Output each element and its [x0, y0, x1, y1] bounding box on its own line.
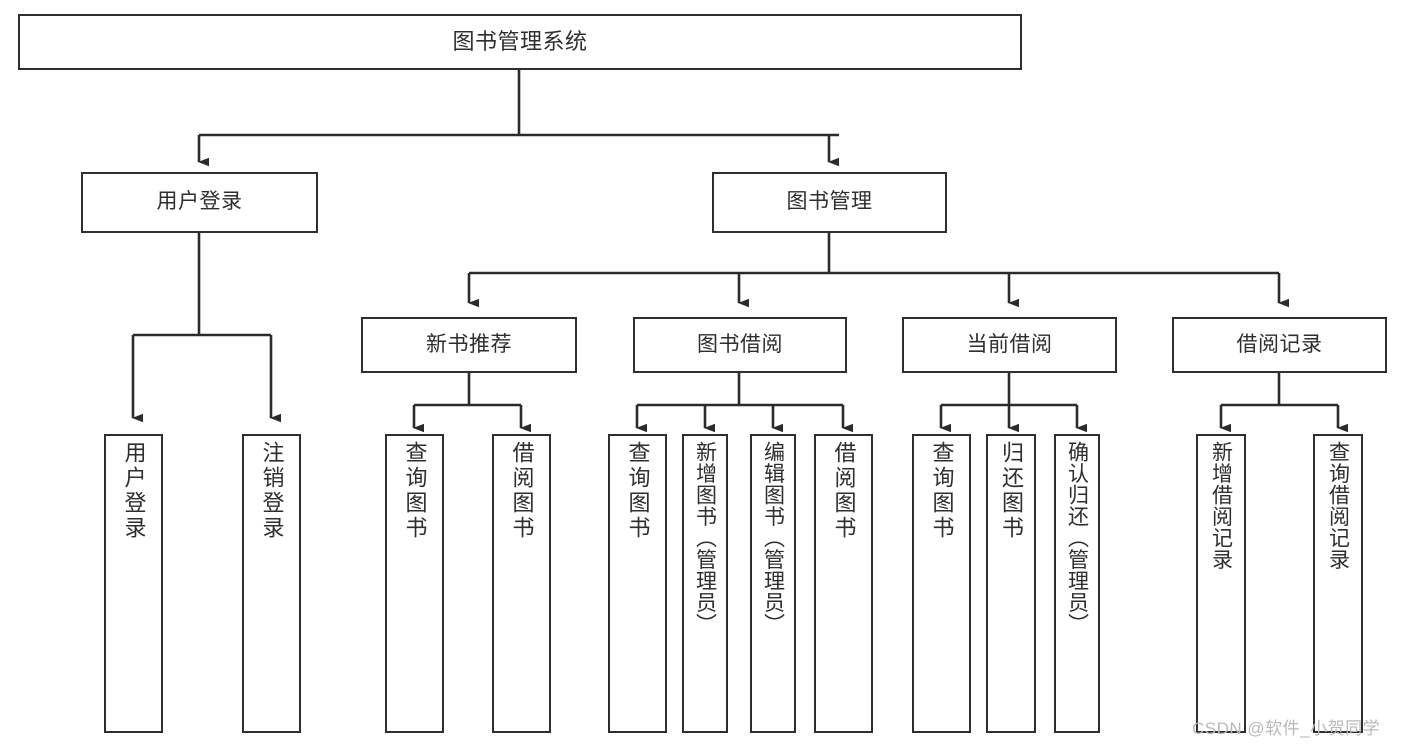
leaf-query-book-current[interactable]: 查询图书: [912, 434, 971, 733]
node-label: 借阅记录: [1236, 332, 1323, 356]
node-label: 用户登录: [156, 190, 243, 214]
node-book-borrow[interactable]: 图书借阅: [633, 317, 847, 373]
node-borrow-record[interactable]: 借阅记录: [1172, 317, 1387, 373]
node-user-login[interactable]: 用户登录: [81, 172, 318, 233]
node-label: 图书管理系统: [452, 29, 588, 55]
node-label: 借阅图书: [831, 441, 857, 541]
leaf-confirm-return-admin[interactable]: 确认归还（管理员）: [1054, 434, 1100, 733]
node-label: 查询图书: [402, 441, 428, 541]
node-book-management[interactable]: 图书管理: [712, 172, 947, 233]
leaf-query-book-borrow[interactable]: 查询图书: [608, 434, 667, 733]
csdn-watermark: CSDN @软件_小贺同学: [1192, 719, 1381, 738]
node-current-borrow[interactable]: 当前借阅: [902, 317, 1117, 373]
node-label: 当前借阅: [966, 332, 1053, 356]
node-label: 用户登录: [121, 441, 147, 541]
node-label: 编辑图书（管理员）: [761, 441, 785, 635]
node-label: 图书管理: [786, 190, 873, 214]
leaf-borrow-book-recommend[interactable]: 借阅图书: [492, 434, 551, 733]
node-label: 查询图书: [929, 441, 955, 541]
leaf-user-login[interactable]: 用户登录: [104, 434, 163, 733]
leaf-logout-login[interactable]: 注销登录: [242, 434, 301, 733]
node-label: 新书推荐: [426, 332, 512, 356]
node-label: 借阅图书: [509, 441, 535, 541]
node-label: 确认归还（管理员）: [1065, 441, 1089, 635]
leaf-query-borrow-record[interactable]: 查询借阅记录: [1313, 434, 1363, 733]
leaf-add-book-admin[interactable]: 新增图书（管理员）: [682, 434, 728, 733]
node-label: 查询借阅记录: [1326, 441, 1350, 570]
node-label: 新增借阅记录: [1209, 441, 1233, 570]
node-new-book-recommend[interactable]: 新书推荐: [361, 317, 577, 373]
node-label: 归还图书: [999, 441, 1024, 541]
leaf-return-book[interactable]: 归还图书: [986, 434, 1036, 733]
leaf-add-borrow-record[interactable]: 新增借阅记录: [1196, 434, 1246, 733]
node-root-library-system[interactable]: 图书管理系统: [18, 14, 1022, 70]
node-label: 新增图书（管理员）: [693, 441, 717, 635]
leaf-edit-book-admin[interactable]: 编辑图书（管理员）: [750, 434, 796, 733]
node-label: 图书借阅: [697, 332, 783, 356]
leaf-borrow-book[interactable]: 借阅图书: [814, 434, 873, 733]
node-label: 查询图书: [625, 441, 651, 541]
leaf-query-book-recommend[interactable]: 查询图书: [385, 434, 444, 733]
node-label: 注销登录: [259, 441, 285, 541]
